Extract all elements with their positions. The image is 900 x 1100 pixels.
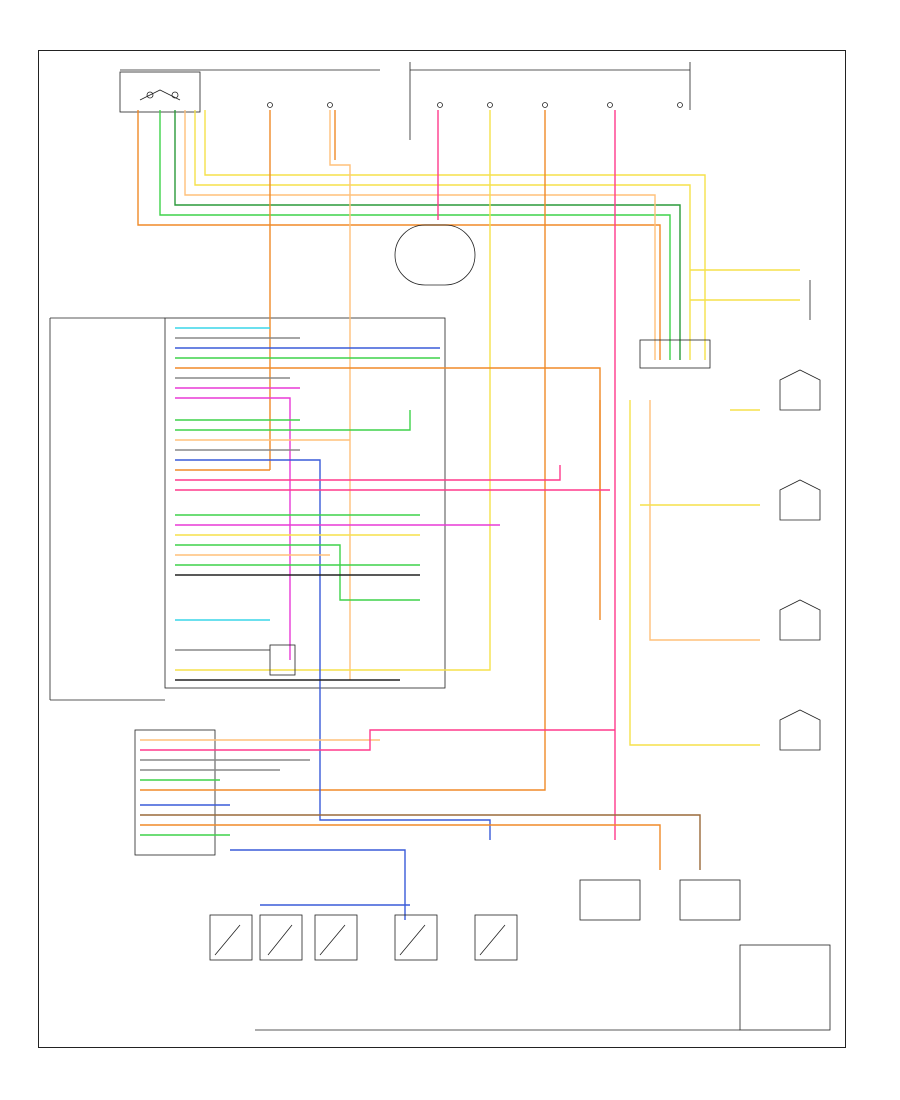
relay-connector [639,339,711,369]
diagram-frame [38,50,846,1048]
wire-lightorange-v [329,110,351,680]
wire-lightorange [184,110,656,360]
wire-yellow-long [175,110,491,671]
control-box-bottom-right [739,944,831,1031]
switch-block-3 [314,914,358,961]
sensor-1 [779,369,821,411]
relay-connectors [269,224,711,676]
sensor-3 [779,599,821,641]
wire-yellow-top [194,110,691,360]
lock-actuator-right [679,879,741,921]
fuse-block-left [119,71,201,113]
switch-block-2 [259,914,303,961]
central-control-module [49,317,446,701]
wire-green-main [159,110,671,360]
switch-block-5 [474,914,518,961]
wire-lightorange-right [649,400,760,641]
lower-left-connector [269,644,296,676]
wire-yellow-right1 [629,400,760,746]
center-relay [394,224,476,286]
sensor-2 [779,479,821,521]
module-outline [164,317,446,689]
sensor-4 [779,709,821,751]
lower-module-outline [134,729,216,856]
wire-brown-h [140,814,701,870]
wire-orange-long [140,110,546,791]
bottom-switch-blocks [209,879,831,1031]
right-sensor-switches [779,280,821,751]
top-components [119,62,691,140]
wire-orange-main [137,110,661,360]
lower-control-module [134,729,216,856]
lock-actuator-left [579,879,641,921]
wire-traces [137,110,800,920]
wire-darkgreen [174,110,681,360]
switch-block-4 [394,914,438,961]
wire-yellow-top2 [204,110,706,360]
wire-magenta-v [175,397,291,660]
switch-block-1 [209,914,253,961]
